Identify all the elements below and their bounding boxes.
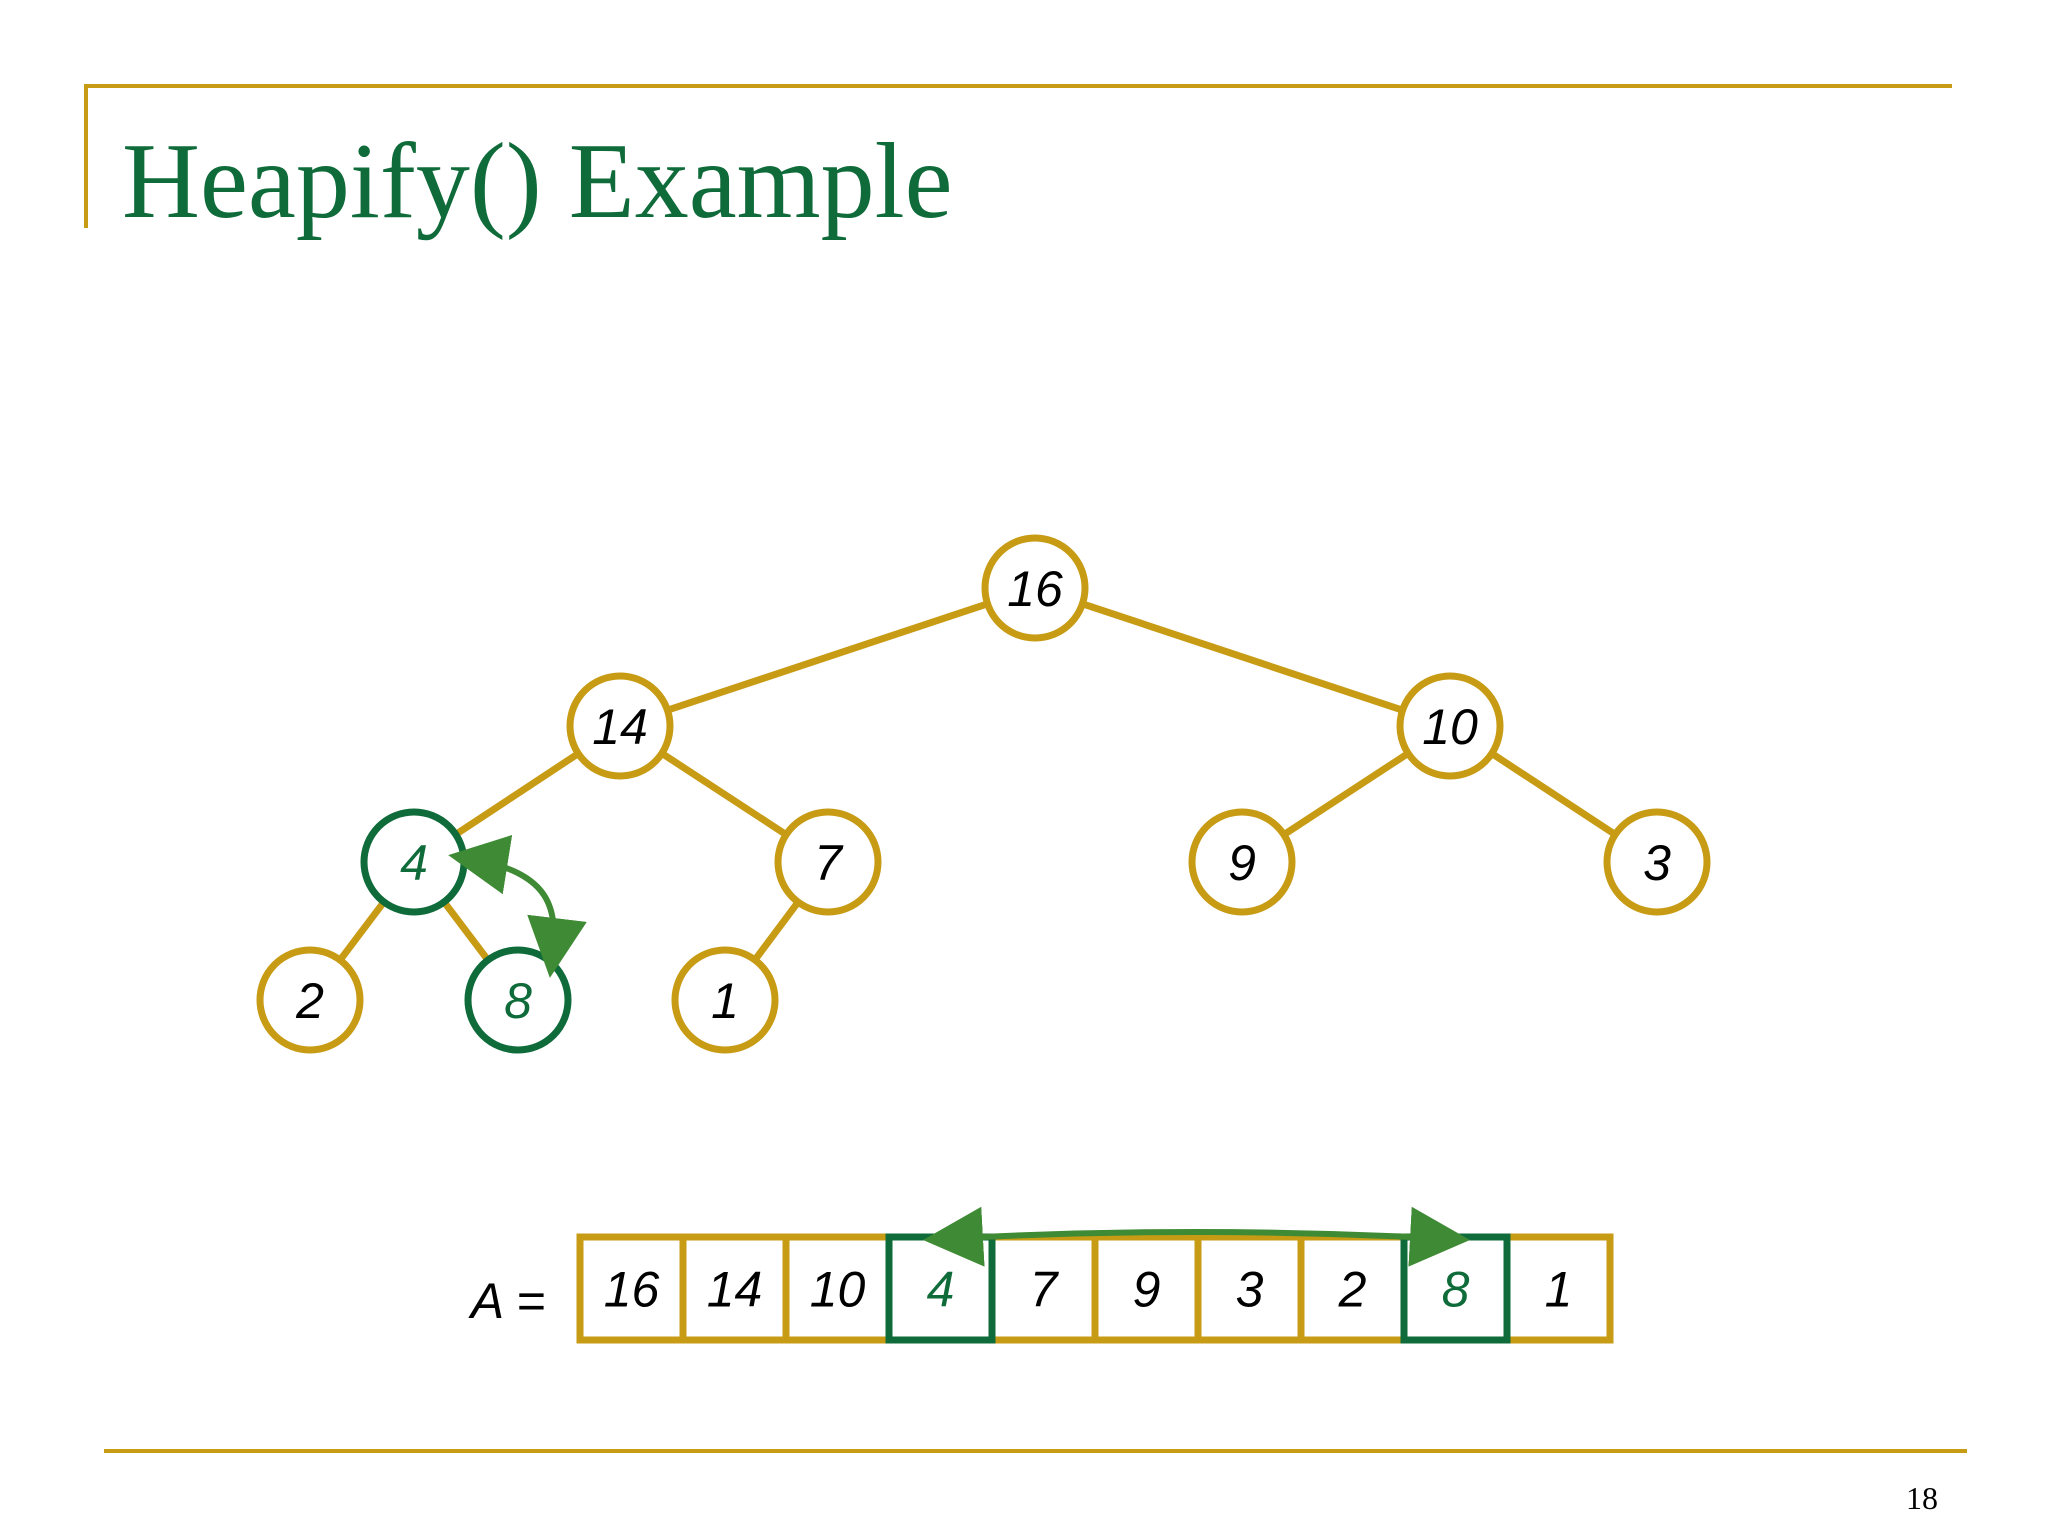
tree-node: 10 — [1396, 672, 1504, 780]
tree-node-circle — [981, 534, 1089, 642]
tree-node-circle — [671, 946, 779, 1054]
tree-node-label: 8 — [504, 973, 532, 1029]
array-cell-value: 9 — [1133, 1262, 1161, 1318]
tree-edge — [1489, 750, 1618, 838]
tree-node-circle — [256, 946, 364, 1054]
tree-node-circle — [566, 672, 674, 780]
tree-node: 1 — [671, 946, 779, 1054]
tree-node-circle — [1396, 672, 1504, 780]
tree-edge — [453, 750, 581, 838]
array-cell-value: 2 — [1338, 1262, 1367, 1318]
tree-edge — [659, 750, 789, 838]
array-cell — [1503, 1233, 1614, 1344]
array-cell-value: 1 — [1545, 1262, 1573, 1318]
array-cell-value: 16 — [604, 1262, 660, 1318]
array-cell — [576, 1233, 687, 1344]
page-number: 18 — [1906, 1480, 1938, 1516]
tree-node-label: 16 — [1007, 561, 1063, 617]
array-label: A = — [468, 1273, 546, 1329]
slide-title: Heapify() Example — [122, 122, 953, 241]
tree-edge — [441, 899, 491, 963]
array-cell-value: 4 — [927, 1262, 955, 1318]
tree-node-label: 4 — [400, 835, 428, 891]
array-swap-arrow-path — [923, 1206, 1470, 1267]
tree-node: 3 — [1603, 808, 1711, 916]
tree-edge — [337, 899, 387, 963]
array-cells: 16 14 10 4 7 9 3 2 8 1 — [576, 1233, 1614, 1344]
tree-node-label: 9 — [1228, 835, 1256, 891]
tree-edge — [666, 600, 989, 714]
tree-node: 7 — [774, 808, 882, 916]
tree-node-circle — [774, 808, 882, 916]
array-cell-value: 8 — [1442, 1262, 1470, 1318]
tree-edges — [337, 600, 1618, 963]
array-cell-value: 14 — [707, 1262, 763, 1318]
array-cell-value: 7 — [1030, 1262, 1060, 1318]
swap-arrow — [448, 834, 587, 978]
tree-node-label: 10 — [1422, 699, 1478, 755]
tree-node: 9 — [1188, 808, 1296, 916]
tree-node-circle — [1603, 808, 1711, 916]
tree-node: 8 — [464, 946, 572, 1054]
tree-node-circle — [1188, 808, 1296, 916]
tree-node-label: 14 — [592, 699, 648, 755]
tree-node: 14 — [566, 672, 674, 780]
tree-node: 4 — [360, 808, 468, 916]
tree-edge — [1281, 750, 1411, 838]
tree-node-label: 7 — [814, 835, 844, 891]
tree-node-label: 3 — [1643, 835, 1671, 891]
tree-node: 2 — [256, 946, 364, 1054]
array-swap-arrow — [923, 1206, 1470, 1267]
tree-node: 16 — [981, 534, 1089, 642]
tree-swap-arrow — [448, 834, 587, 978]
tree-node-label: 2 — [295, 973, 324, 1029]
tree-node-label: 1 — [711, 973, 739, 1029]
tree-edge — [752, 899, 801, 963]
array-cell — [782, 1233, 893, 1344]
tree-edge — [1081, 600, 1404, 714]
array-cell-value: 10 — [810, 1262, 866, 1318]
tree-nodes: 16 14 10 4 7 9 3 2 8 1 — [256, 534, 1711, 1054]
array-cell-value: 3 — [1236, 1262, 1264, 1318]
